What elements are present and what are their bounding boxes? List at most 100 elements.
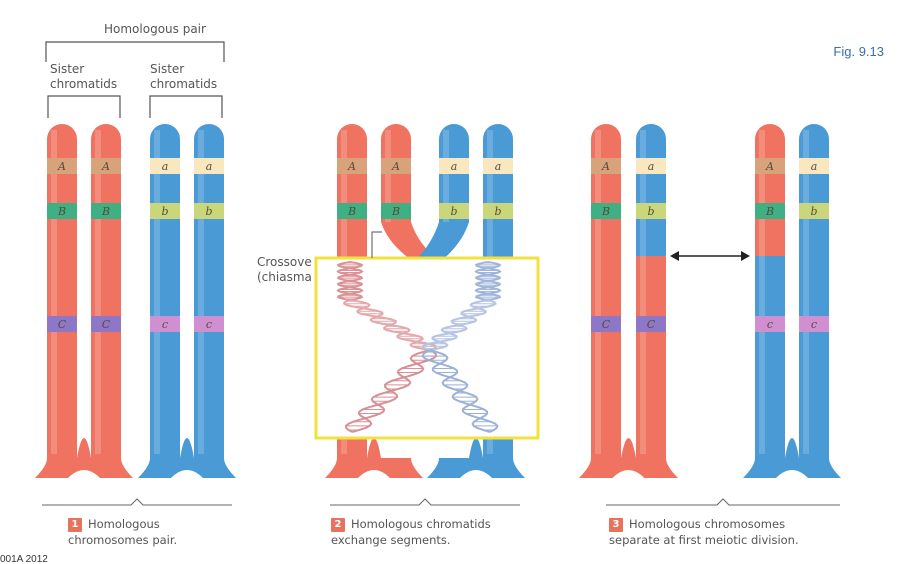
- chromatid-cap: [194, 124, 224, 154]
- sister-bracket-right: [149, 95, 223, 118]
- allele-label: B: [101, 205, 110, 218]
- chromatid-highlight: [595, 130, 601, 454]
- allele-label: C: [58, 318, 67, 331]
- allele-label: b: [810, 205, 817, 218]
- band-A: [337, 158, 367, 174]
- band-b: [636, 203, 666, 219]
- crossover-box-fill: [316, 258, 538, 438]
- chromatid-segment: [91, 139, 121, 458]
- band-b: [194, 203, 224, 219]
- band-c: [150, 316, 180, 332]
- allele-label: b: [647, 205, 654, 218]
- band-b: [439, 203, 469, 219]
- chromatid-highlight: [198, 130, 204, 454]
- band-b: [150, 203, 180, 219]
- chromatid-recombinant-2: ABc: [755, 124, 785, 458]
- band-B: [47, 203, 77, 219]
- chromatid-segment: [591, 139, 621, 458]
- sister-chromatids-label-left: Sister chromatids: [50, 62, 118, 91]
- chromatid-cap: [150, 124, 180, 154]
- figure-label: Fig. 9.13: [833, 44, 884, 59]
- copyright-text: 001A 2012: [0, 554, 48, 564]
- band-c: [194, 316, 224, 332]
- centromere-paternal-3: [743, 438, 841, 478]
- crossover-label: Crossove (chiasma: [257, 255, 312, 284]
- dna-helix-illustration: [336, 261, 502, 433]
- chromatid-cap: [91, 124, 121, 154]
- allele-label: c: [162, 318, 168, 331]
- allele-label: a: [206, 160, 213, 173]
- sister-bracket-left: [47, 95, 121, 118]
- chromatid-highlight: [154, 130, 160, 454]
- chromatid-paternal-1: abc: [150, 124, 180, 458]
- homologous-pair-label: Homologous pair: [104, 22, 206, 36]
- band-C: [591, 316, 621, 332]
- chromatid-segment: [799, 139, 829, 458]
- band-b: [483, 203, 513, 219]
- allele-label: a: [811, 160, 818, 173]
- chromatid-segment: [755, 256, 785, 458]
- band-a: [194, 158, 224, 174]
- chromatid-paternal-2: abc: [194, 124, 224, 458]
- chromatid-maternal-1: ABC: [47, 124, 77, 458]
- allele-label: A: [391, 160, 400, 173]
- band-A: [591, 158, 621, 174]
- homologous-pair-bracket: [45, 41, 225, 62]
- chromatid-cap: [381, 124, 411, 154]
- chromatid-cap: [439, 124, 469, 154]
- chromatid-cap: [799, 124, 829, 154]
- allele-label: A: [601, 160, 610, 173]
- allele-label: c: [767, 318, 773, 331]
- chromatid-cap: [483, 124, 513, 154]
- chromatid-segment: [47, 139, 77, 458]
- centromere-maternal: [35, 438, 133, 478]
- allele-label: C: [602, 318, 611, 331]
- band-a: [799, 158, 829, 174]
- band-a: [636, 158, 666, 174]
- chromatid-maternal-parental: A B C: [591, 124, 621, 458]
- band-C: [47, 316, 77, 332]
- band-C: [636, 316, 666, 332]
- allele-label: A: [765, 160, 774, 173]
- centromere-maternal-2: [325, 438, 423, 478]
- chromatid-paternal-parental: abc: [799, 124, 829, 458]
- allele-label: b: [450, 205, 457, 218]
- chromatid-cap: [755, 124, 785, 154]
- band-A: [755, 158, 785, 174]
- chromatid-segment: [194, 139, 224, 458]
- band-B: [91, 203, 121, 219]
- caption-bracket-1: [42, 498, 232, 506]
- chromatid-maternal-crossing: AB: [381, 124, 411, 454]
- chromatid-segment: [150, 139, 180, 458]
- chromatid-highlight: [803, 130, 809, 454]
- allele-label: a: [451, 160, 458, 173]
- allele-label: B: [57, 205, 66, 218]
- allele-label: a: [648, 160, 655, 173]
- allele-label: c: [206, 318, 212, 331]
- allele-label: B: [601, 205, 610, 218]
- centromere-paternal: [138, 438, 236, 478]
- band-B: [591, 203, 621, 219]
- caption-bracket-3: [606, 498, 840, 506]
- crossing-arm-paternal: [414, 222, 469, 262]
- band-a: [439, 158, 469, 174]
- chromatid-recombinant-1: abC: [636, 124, 666, 458]
- band-B: [337, 203, 367, 219]
- allele-label: B: [391, 205, 400, 218]
- crossover-pointer-line: [371, 231, 382, 258]
- allele-label: b: [161, 205, 168, 218]
- chromatid-cap: [591, 124, 621, 154]
- allele-label: B: [347, 205, 356, 218]
- band-c: [799, 316, 829, 332]
- band-b: [799, 203, 829, 219]
- dna-strand: [351, 349, 431, 433]
- allele-label: A: [101, 160, 110, 173]
- chromatid-cap: [337, 124, 367, 154]
- band-B: [755, 203, 785, 219]
- band-A: [91, 158, 121, 174]
- caption-bracket-2: [330, 498, 520, 506]
